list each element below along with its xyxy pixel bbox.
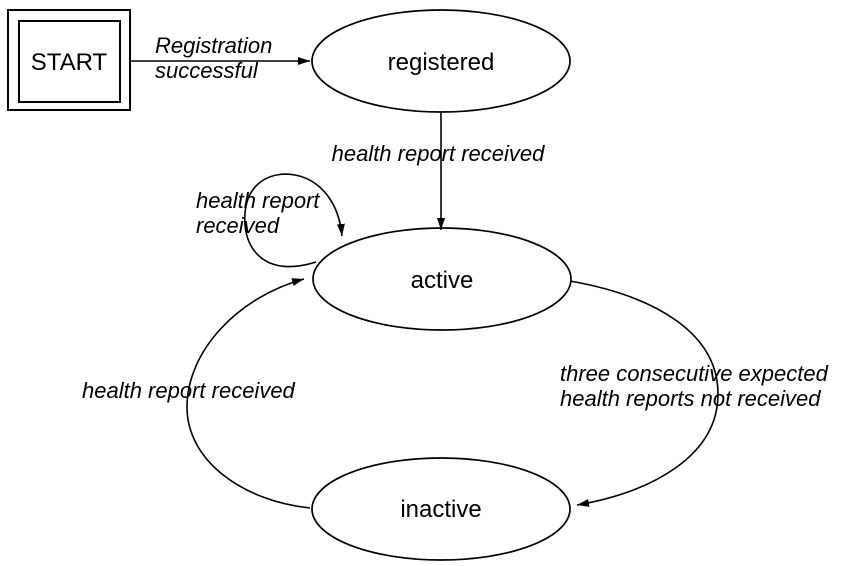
state-inactive-label: inactive bbox=[400, 496, 481, 523]
state-active-label: active bbox=[411, 267, 474, 294]
transition-active-self-loop-arrow bbox=[244, 173, 345, 268]
transition-active-self-loop-label-line1: health report bbox=[196, 188, 320, 213]
transition-registered-to-active-label: health report received bbox=[332, 141, 546, 166]
state-registered: registered bbox=[311, 9, 571, 113]
transition-inactive-to-active: health report received bbox=[82, 278, 311, 509]
start-node-outer-border bbox=[7, 9, 131, 111]
transition-active-to-inactive-label-line1: three consecutive expected bbox=[560, 361, 829, 386]
transition-registered-to-active: health report received bbox=[332, 112, 546, 230]
transition-active-self-loop: health report received bbox=[196, 173, 345, 268]
transition-start-to-registered: Registration successful bbox=[130, 33, 310, 83]
transition-inactive-to-active-arrow bbox=[186, 278, 311, 509]
transition-inactive-to-active-label: health report received bbox=[82, 378, 296, 403]
transition-start-to-registered-label-line1: Registration bbox=[155, 33, 272, 58]
state-registered-label: registered bbox=[388, 49, 495, 76]
transition-active-self-loop-label-line2: received bbox=[196, 213, 280, 238]
transition-active-to-inactive-label-line2: health reports not received bbox=[560, 386, 821, 411]
start-node: START bbox=[7, 9, 131, 111]
state-active: active bbox=[312, 227, 572, 331]
transition-active-to-inactive-arrow bbox=[569, 280, 719, 507]
transition-active-to-inactive: three consecutive expected health report… bbox=[560, 280, 829, 507]
start-node-label: START bbox=[31, 49, 108, 76]
start-node-inner-border bbox=[18, 20, 121, 103]
state-inactive: inactive bbox=[311, 457, 571, 561]
transition-start-to-registered-label-line2: successful bbox=[155, 58, 259, 83]
state-inactive-ellipse bbox=[311, 457, 571, 561]
